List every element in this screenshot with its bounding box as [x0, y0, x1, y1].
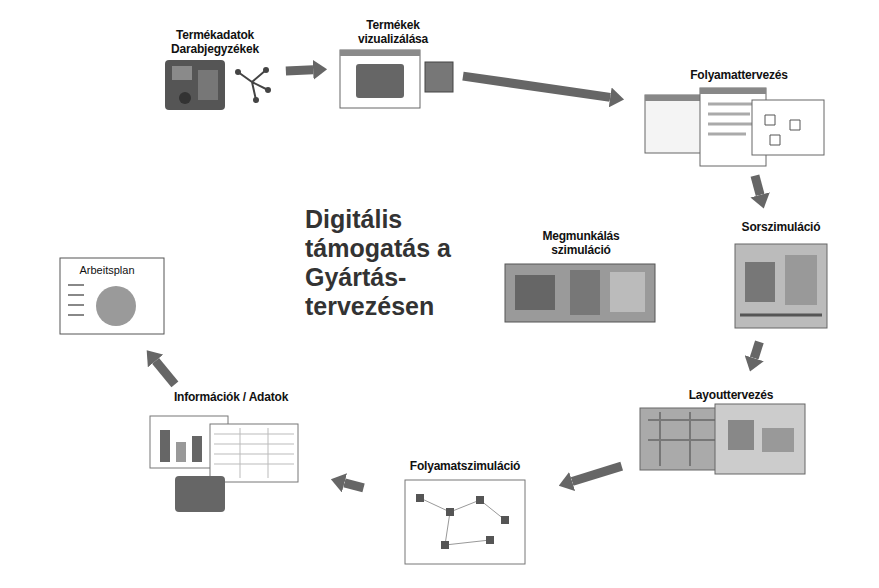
conveyor	[740, 314, 822, 317]
process-station	[476, 496, 484, 504]
window-bar	[700, 88, 766, 94]
machining-picture	[505, 264, 655, 322]
node-title: Termékek vizualizálása	[343, 18, 443, 46]
work-plan-document	[60, 258, 164, 334]
node-title: Információk / Adatok	[161, 390, 301, 404]
flow-arrow	[755, 176, 760, 195]
tree-dot	[263, 67, 269, 73]
window-rows	[708, 104, 758, 134]
picture-frame	[735, 244, 827, 328]
screen-bar	[340, 50, 420, 56]
chart-bar	[192, 436, 202, 462]
layout-grid	[648, 412, 716, 466]
tool-head	[610, 272, 645, 312]
engine-body	[165, 60, 225, 110]
planning-windows	[645, 88, 824, 166]
process-station	[446, 508, 454, 516]
process-station	[441, 541, 449, 549]
ellipse	[9, 241, 205, 363]
process-station	[416, 494, 424, 502]
layout-view	[715, 404, 805, 474]
window	[752, 100, 824, 155]
flow-arrow	[286, 70, 313, 71]
node-title: Folyamattervezés	[659, 68, 819, 82]
document-figure	[96, 286, 136, 326]
tree-dot	[235, 69, 241, 75]
process-ellipse: Megmunkálás szimuláció	[475, 215, 687, 353]
tool-head	[570, 270, 600, 315]
flow-arrow	[463, 76, 610, 97]
document-lines	[68, 285, 84, 315]
table-screen	[210, 424, 298, 482]
hall-object	[728, 420, 754, 450]
engine-model	[356, 64, 404, 98]
engine-part	[198, 70, 218, 100]
process-ellipse: Információk / Adatok	[115, 370, 347, 535]
process-ellipse: Layouttervezés	[600, 362, 862, 502]
document-sheet	[60, 258, 164, 334]
screen	[340, 50, 420, 108]
screen	[405, 480, 525, 564]
data-screens	[150, 416, 298, 512]
flow-arrow	[754, 342, 759, 358]
ellipse	[476, 216, 686, 352]
engine-wheel	[179, 92, 191, 104]
process-station	[501, 516, 509, 524]
process-ellipse: Termékadatok Darabjegyzékek	[140, 12, 290, 137]
ellipse-outline	[600, 362, 862, 502]
engine-picture	[165, 60, 225, 110]
layout-pictures	[640, 404, 805, 474]
process-sim-screenshot	[405, 480, 525, 564]
viewer-screenshot	[340, 50, 453, 108]
table-grid	[214, 428, 294, 478]
part-model	[425, 62, 453, 92]
ellipse	[691, 199, 871, 347]
flow-arrow	[344, 483, 363, 488]
chart-bar	[160, 430, 170, 462]
ellipse	[601, 363, 861, 501]
hall-object	[762, 428, 794, 452]
document-ellipse: Arbeitsplan	[8, 240, 206, 364]
node-title: Megmunkálás szimuláció	[531, 229, 631, 257]
process-ellipse: Termékek vizualizálása	[318, 2, 468, 130]
flow-symbols	[765, 115, 800, 145]
ellipse	[141, 13, 289, 136]
layout-view	[640, 408, 725, 470]
tree-lines	[238, 70, 268, 100]
flow-arrow	[156, 361, 175, 384]
engine-part	[172, 66, 192, 80]
process-ellipse: Sorszimuláció	[690, 198, 872, 348]
picture-frame	[505, 264, 655, 322]
flow-arrow	[572, 466, 622, 481]
tree-dot	[265, 87, 271, 93]
node-title: Termékadatok Darabjegyzékek	[160, 28, 270, 56]
process-links	[420, 498, 505, 545]
machine	[785, 255, 817, 305]
document-title: Arbeitsplan	[59, 264, 155, 277]
line-simulation-picture	[735, 244, 827, 328]
cycle-arrowhead	[302, 351, 337, 389]
ellipse	[351, 446, 579, 584]
ellipse	[116, 371, 346, 534]
process-ellipse: Folyamatszimuláció	[350, 445, 580, 585]
machine	[745, 262, 775, 302]
workpiece	[515, 275, 555, 310]
process-station	[486, 536, 494, 544]
node-title: Folyamatszimuláció	[402, 459, 528, 473]
node-title: Layouttervezés	[656, 388, 806, 402]
ellipse-outline	[8, 240, 206, 364]
node-title: Sorszimuláció	[716, 220, 846, 234]
center-title: Digitális támogatás a Gyártás- tervezése…	[305, 205, 473, 321]
process-ellipse: Folyamattervezés	[610, 52, 868, 180]
ellipse	[319, 3, 467, 129]
device	[175, 476, 225, 512]
bom-tree	[235, 67, 271, 103]
ellipse	[611, 53, 867, 179]
tree-dot	[253, 97, 259, 103]
chart-bar	[176, 442, 186, 462]
